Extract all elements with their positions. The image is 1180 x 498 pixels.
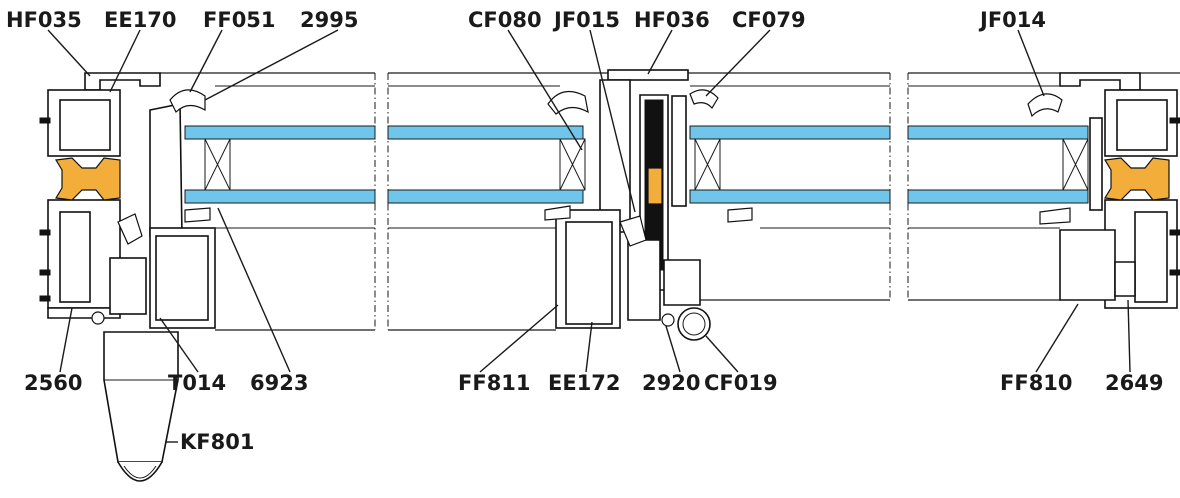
roller-cf019 (677, 307, 711, 341)
glass-pane (689, 125, 891, 140)
middle-mullion (544, 69, 753, 329)
spacer (204, 138, 231, 191)
label-cf080: CF080 (468, 8, 542, 32)
label-cf019: CF019 (704, 371, 778, 395)
glass-pane (689, 189, 891, 204)
label-ee172: EE172 (548, 371, 621, 395)
glass-pane (907, 189, 1089, 204)
label-ff810: FF810 (1000, 371, 1073, 395)
glass-pane (184, 189, 376, 204)
glass-spacers (204, 138, 1089, 191)
glass-pane (184, 125, 376, 140)
spacer (1062, 138, 1089, 191)
label-jf014: JF014 (978, 8, 1046, 32)
glass-pane (907, 125, 1089, 140)
left-sash (91, 89, 216, 329)
label-kf801: KF801 (180, 430, 254, 454)
thermal-break (647, 167, 663, 205)
label-jf015: JF015 (552, 8, 620, 32)
label-2649: 2649 (1105, 371, 1163, 395)
glass-panes (184, 125, 1089, 204)
glass-pane (387, 189, 584, 204)
handle-kf801 (103, 331, 179, 482)
thermal-break (55, 157, 121, 201)
label-t014: T014 (168, 371, 226, 395)
label-2995: 2995 (300, 8, 358, 32)
spacer (694, 138, 721, 191)
right-outer-frame (1027, 72, 1180, 309)
label-hf036: HF036 (634, 8, 710, 32)
part-labels: HF035 EE170 FF051 2995 CF080 JF015 HF036… (6, 8, 1163, 454)
label-ff051: FF051 (203, 8, 276, 32)
spacer (559, 138, 586, 191)
leader-lines (47, 29, 1131, 443)
glass-pane (387, 125, 584, 140)
label-6923: 6923 (250, 371, 308, 395)
label-2920: 2920 (642, 371, 700, 395)
label-ff811: FF811 (458, 371, 531, 395)
thermal-break (1104, 157, 1170, 201)
label-cf079: CF079 (732, 8, 806, 32)
label-ee170: EE170 (104, 8, 177, 32)
label-hf035: HF035 (6, 8, 82, 32)
label-2560: 2560 (24, 371, 82, 395)
